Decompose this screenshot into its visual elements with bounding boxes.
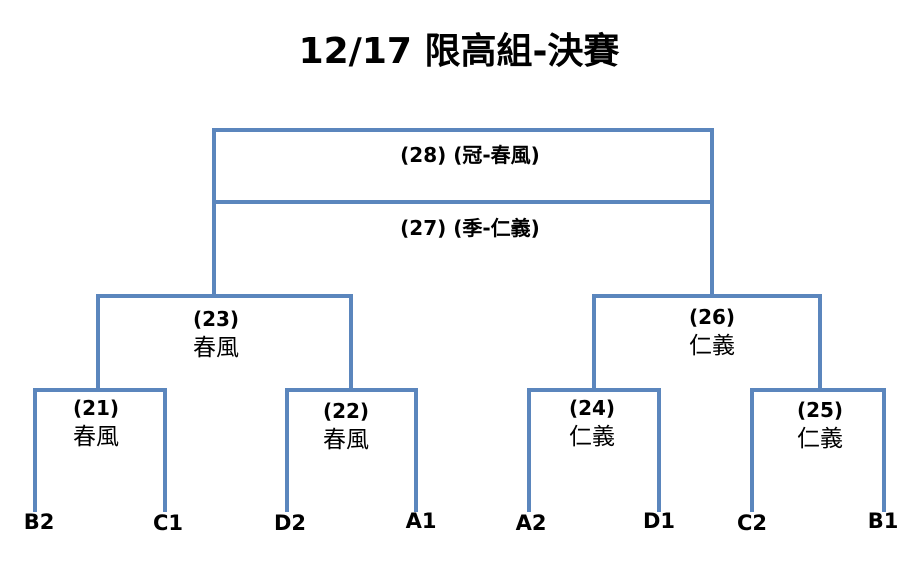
match-23-number: (23) (192, 307, 240, 331)
match-24-winner: 仁義 (569, 424, 615, 450)
seed-label: A2 (515, 511, 547, 535)
match-26-number: (26) (688, 305, 736, 329)
match-22-number: (22) (322, 399, 370, 423)
match-24-number: (24) (568, 396, 616, 420)
seed-label: C2 (736, 511, 768, 535)
match-22-winner: 春風 (323, 427, 369, 453)
seed-label: D2 (273, 511, 307, 535)
seed-label: C1 (152, 511, 184, 535)
seed-label: B2 (23, 510, 55, 534)
seed-label: D1 (642, 509, 676, 533)
final-third-place-label: (27) (季-仁義) (400, 216, 540, 240)
match-21-number: (21) (72, 396, 120, 420)
match-25-winner: 仁義 (797, 426, 843, 452)
seed-label: B1 (867, 509, 899, 533)
seed-label: A1 (405, 509, 437, 533)
final-first-place-label: (28) (冠-春風) (400, 143, 540, 167)
match-21-winner: 春風 (73, 424, 119, 450)
match-26-winner: 仁義 (689, 333, 735, 359)
match-23-winner: 春風 (193, 335, 239, 361)
match-25-number: (25) (796, 398, 844, 422)
page-title: 12/17 限高組-決賽 (298, 31, 620, 72)
